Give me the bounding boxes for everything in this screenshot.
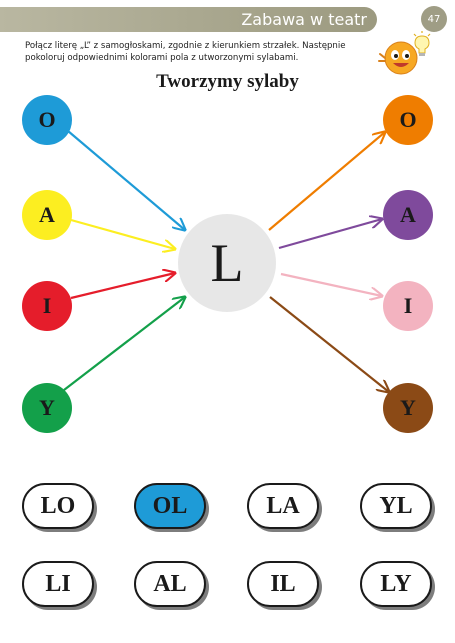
arrow-l-to-o — [268, 132, 385, 231]
center-letter-l: L — [178, 214, 276, 312]
header-bar: Zabawa w teatr — [0, 7, 377, 32]
instruction-text: Połącz literę „L” z samogłoskami, zgodni… — [25, 41, 346, 63]
arrow-l-to-i — [280, 272, 382, 296]
syllable-box-il[interactable]: IL — [247, 561, 319, 607]
header-title: Zabawa w teatr — [241, 10, 367, 29]
smiley-mascot-icon — [378, 31, 431, 75]
syllable-box-al[interactable]: AL — [134, 561, 206, 607]
right-vowel-a: A — [383, 190, 433, 240]
syllable-box-ol[interactable]: OL — [134, 483, 206, 529]
arrow-l-to-a — [278, 219, 382, 250]
arrow-i-to-l — [70, 273, 175, 300]
arrow-l-to-y — [269, 296, 389, 392]
left-vowel-y: Y — [22, 383, 72, 433]
syllable-box-la[interactable]: LA — [247, 483, 319, 529]
arrow-y-to-l — [63, 297, 185, 391]
arrow-o-to-l — [67, 130, 185, 230]
arrow-a-to-l — [70, 218, 175, 249]
left-vowel-o: O — [22, 95, 72, 145]
left-vowel-a: A — [22, 190, 72, 240]
syllable-box-ly[interactable]: LY — [360, 561, 432, 607]
left-vowel-i: I — [22, 281, 72, 331]
right-vowel-o: O — [383, 95, 433, 145]
syllable-box-lo[interactable]: LO — [22, 483, 94, 529]
syllable-box-yl[interactable]: YL — [360, 483, 432, 529]
right-vowel-i: I — [383, 281, 433, 331]
exercise-title: Tworzymy sylaby — [156, 71, 299, 92]
syllable-box-li[interactable]: LI — [22, 561, 94, 607]
page-number: 47 — [421, 6, 447, 32]
right-vowel-y: Y — [383, 383, 433, 433]
